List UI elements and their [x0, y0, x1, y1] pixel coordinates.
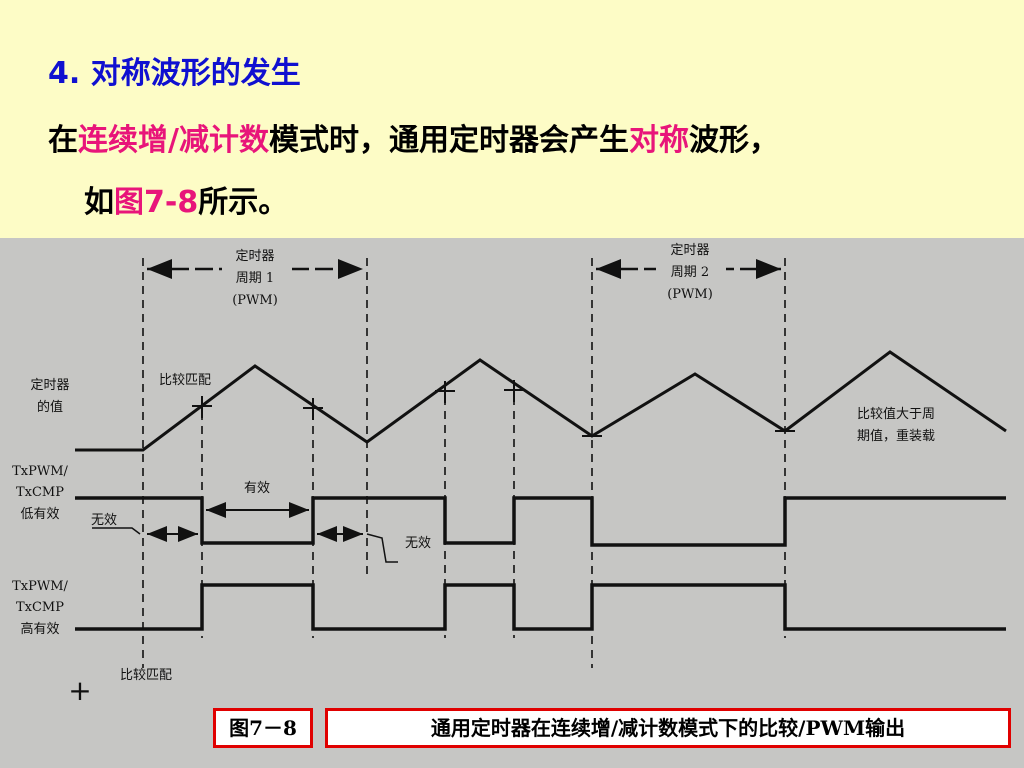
text-segment: 在 [48, 123, 78, 158]
heading: 4. 对称波形的发生 [48, 56, 301, 91]
text-segment: 模式时，通用定时器会产生 [268, 123, 629, 158]
low-active-wave [75, 496, 1006, 547]
period-2-label-line2: 周期 2 [671, 265, 709, 280]
reload-note-line2: 期值，重装载 [857, 428, 935, 444]
low-active-label-line3: 低有效 [20, 507, 59, 522]
high-active-label-line2: TxCMP [16, 600, 64, 615]
high-active-label-line1: TxPWM/ [12, 579, 68, 594]
highlight-mode: 连续增/减计数 [78, 123, 269, 158]
inactive-leader-1 [92, 527, 141, 535]
active-label: 有效 [244, 481, 270, 496]
caption-text-box: 通用定时器在连续增/减计数模式下的比较/PWM输出 [325, 708, 1011, 748]
low-active-label-line2: TxCMP [16, 485, 64, 500]
text-segment: 波形， [688, 123, 779, 158]
highlight-symmetric: 对称 [628, 123, 689, 158]
waveform-figure: 定时器 周期 1 (PWM) 定时器 周期 2 (PWM) 定时器 的值 比较匹… [0, 238, 1024, 768]
inactive-label-2: 无效 [405, 536, 431, 551]
waveform-diagram: 定时器 周期 1 (PWM) 定时器 周期 2 (PWM) 定时器 的值 比较匹… [12, 240, 1007, 707]
low-active-label-line1: TxPWM/ [12, 464, 68, 479]
timer-value-label-line1: 定时器 [30, 378, 69, 393]
legend-label: 比较匹配 [120, 668, 172, 683]
inactive-label-1: 无效 [91, 513, 117, 528]
period-2-label-line1: 定时器 [670, 243, 709, 258]
text-segment: 所示。 [198, 185, 289, 220]
legend-plus-icon: + [68, 674, 91, 707]
reload-note-line1: 比较值大于周 [857, 406, 935, 422]
compare-match-label: 比较匹配 [159, 373, 211, 388]
caption-number-box: 图7－8 [213, 708, 313, 748]
highlight-figure-ref: 图7-8 [114, 185, 199, 220]
timer-value-wave [75, 350, 1007, 452]
period-1-label-line3: (PWM) [232, 293, 278, 308]
text-segment: 如 [84, 185, 114, 220]
period-1-label-line1: 定时器 [235, 249, 274, 264]
period-2-label-line3: (PWM) [667, 287, 713, 302]
dashed-guides [142, 258, 786, 668]
caption-text: 通用定时器在连续增/减计数模式下的比较/PWM输出 [328, 711, 1008, 745]
description-paragraph: 在连续增/减计数模式时，通用定时器会产生对称波形， 如图7-8所示。 [48, 110, 1008, 234]
compare-match-markers [192, 380, 795, 437]
high-active-label-line3: 高有效 [20, 621, 59, 637]
paragraph-line-1: 在连续增/减计数模式时，通用定时器会产生对称波形， [48, 110, 1008, 172]
paragraph-line-2: 如图7-8所示。 [48, 172, 1008, 234]
timer-value-label-line2: 的值 [37, 399, 63, 415]
inactive-leader-2 [366, 533, 398, 563]
high-active-wave [75, 583, 1006, 631]
caption-number: 图7－8 [216, 711, 310, 745]
period-1-label-line2: 周期 1 [236, 271, 274, 286]
